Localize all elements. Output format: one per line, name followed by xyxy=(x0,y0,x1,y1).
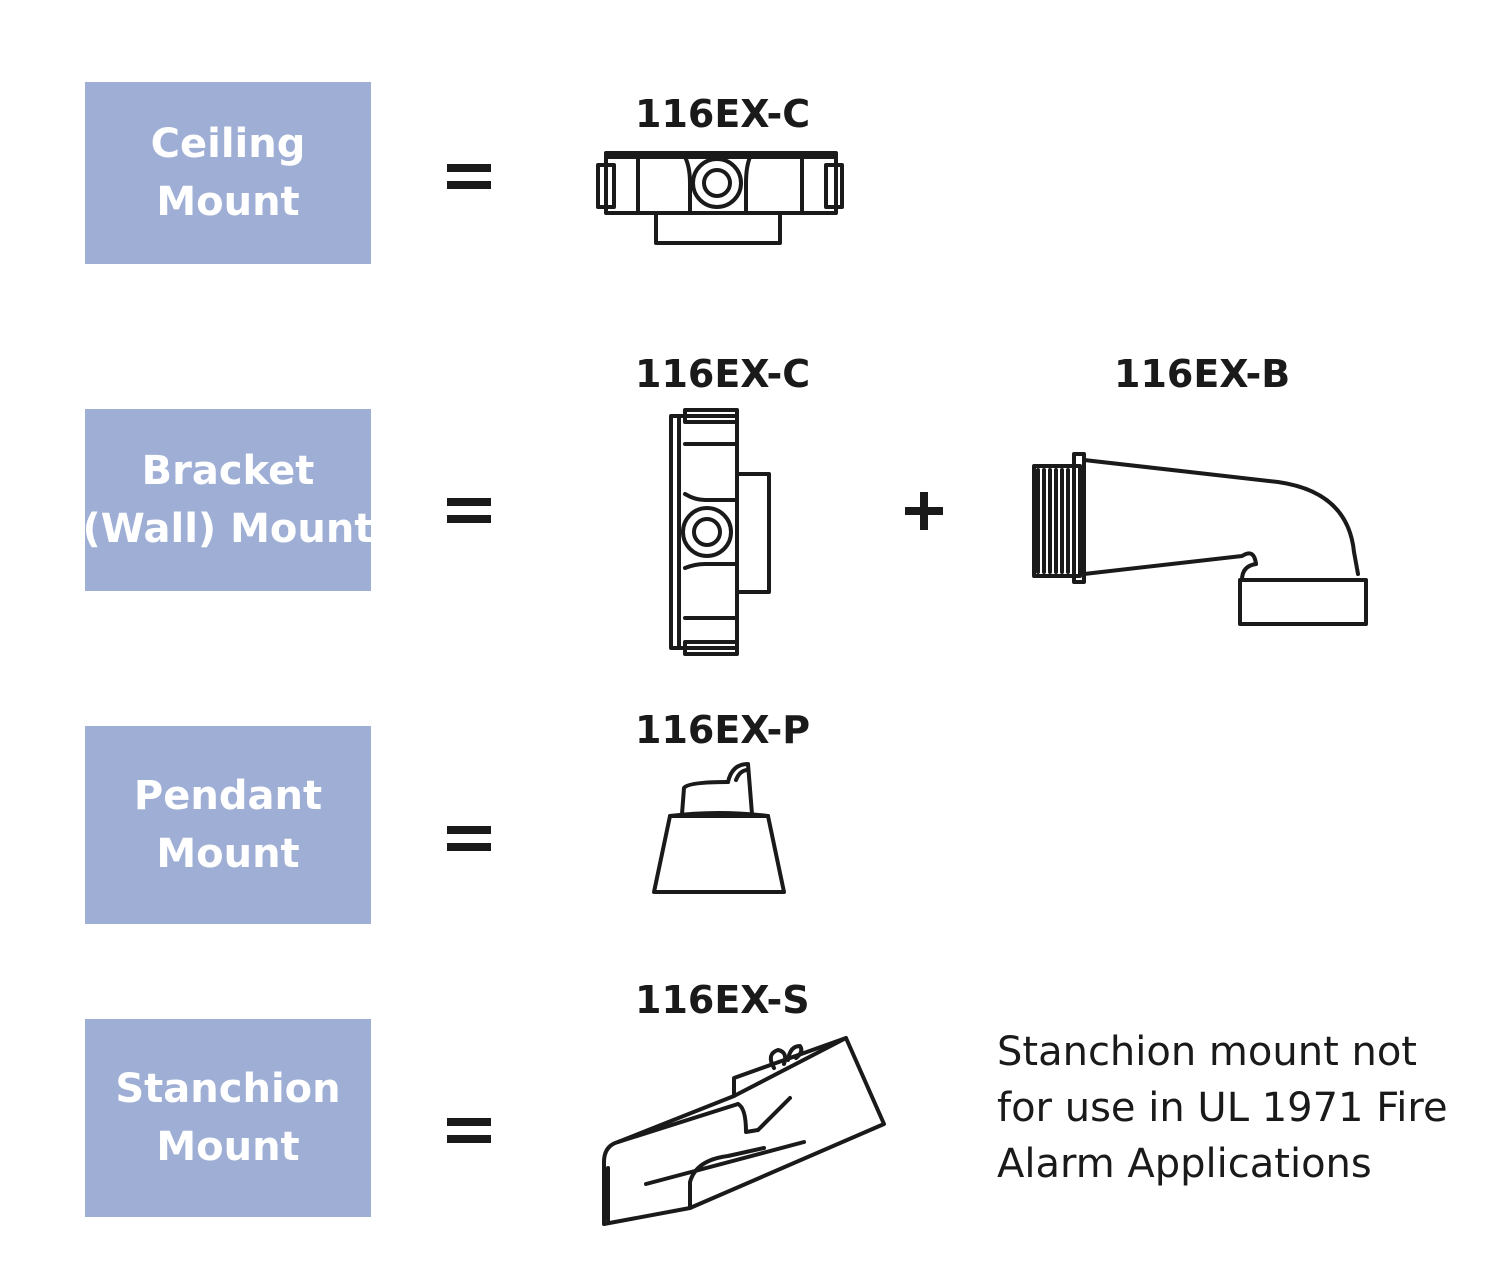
label-line: Pendant xyxy=(133,773,323,819)
label-line: (Wall) Mount xyxy=(82,506,374,552)
wall-box-icon xyxy=(669,408,771,656)
label-line: Mount xyxy=(156,179,300,225)
stanchion-note: Stanchion mount not for use in UL 1971 F… xyxy=(997,1029,1448,1187)
pendant-hub-icon xyxy=(652,762,786,894)
ceiling-box-icon xyxy=(596,151,844,245)
label-line: Mount xyxy=(156,1124,300,1170)
part-code-116ex-s: 116EX-S xyxy=(635,978,810,1022)
plus-sign xyxy=(905,492,943,530)
part-code-116ex-p: 116EX-P xyxy=(635,708,811,752)
part-code-116ex-b: 116EX-B xyxy=(1114,352,1291,396)
equals-sign xyxy=(447,164,491,198)
label-line: Mount xyxy=(156,831,300,877)
label-line: Ceiling xyxy=(150,121,306,167)
part-code-116ex-c: 116EX-C xyxy=(635,92,811,136)
part-code-116ex-c: 116EX-C xyxy=(635,352,811,396)
stanchion-mount-label: Stanchion Mount xyxy=(85,1019,371,1217)
label-line: Stanchion xyxy=(115,1066,341,1112)
equals-sign xyxy=(447,1118,491,1152)
label-line: Bracket xyxy=(141,448,315,494)
bracket-arm-icon xyxy=(1032,452,1368,626)
equals-sign xyxy=(447,826,491,860)
ceiling-mount-label: Ceiling Mount xyxy=(85,82,371,264)
equals-sign xyxy=(447,498,491,532)
bracket-wall-mount-label: Bracket (Wall) Mount xyxy=(82,409,374,591)
pendant-mount-label: Pendant Mount xyxy=(85,726,371,924)
stanchion-adapter-icon xyxy=(602,1036,886,1226)
